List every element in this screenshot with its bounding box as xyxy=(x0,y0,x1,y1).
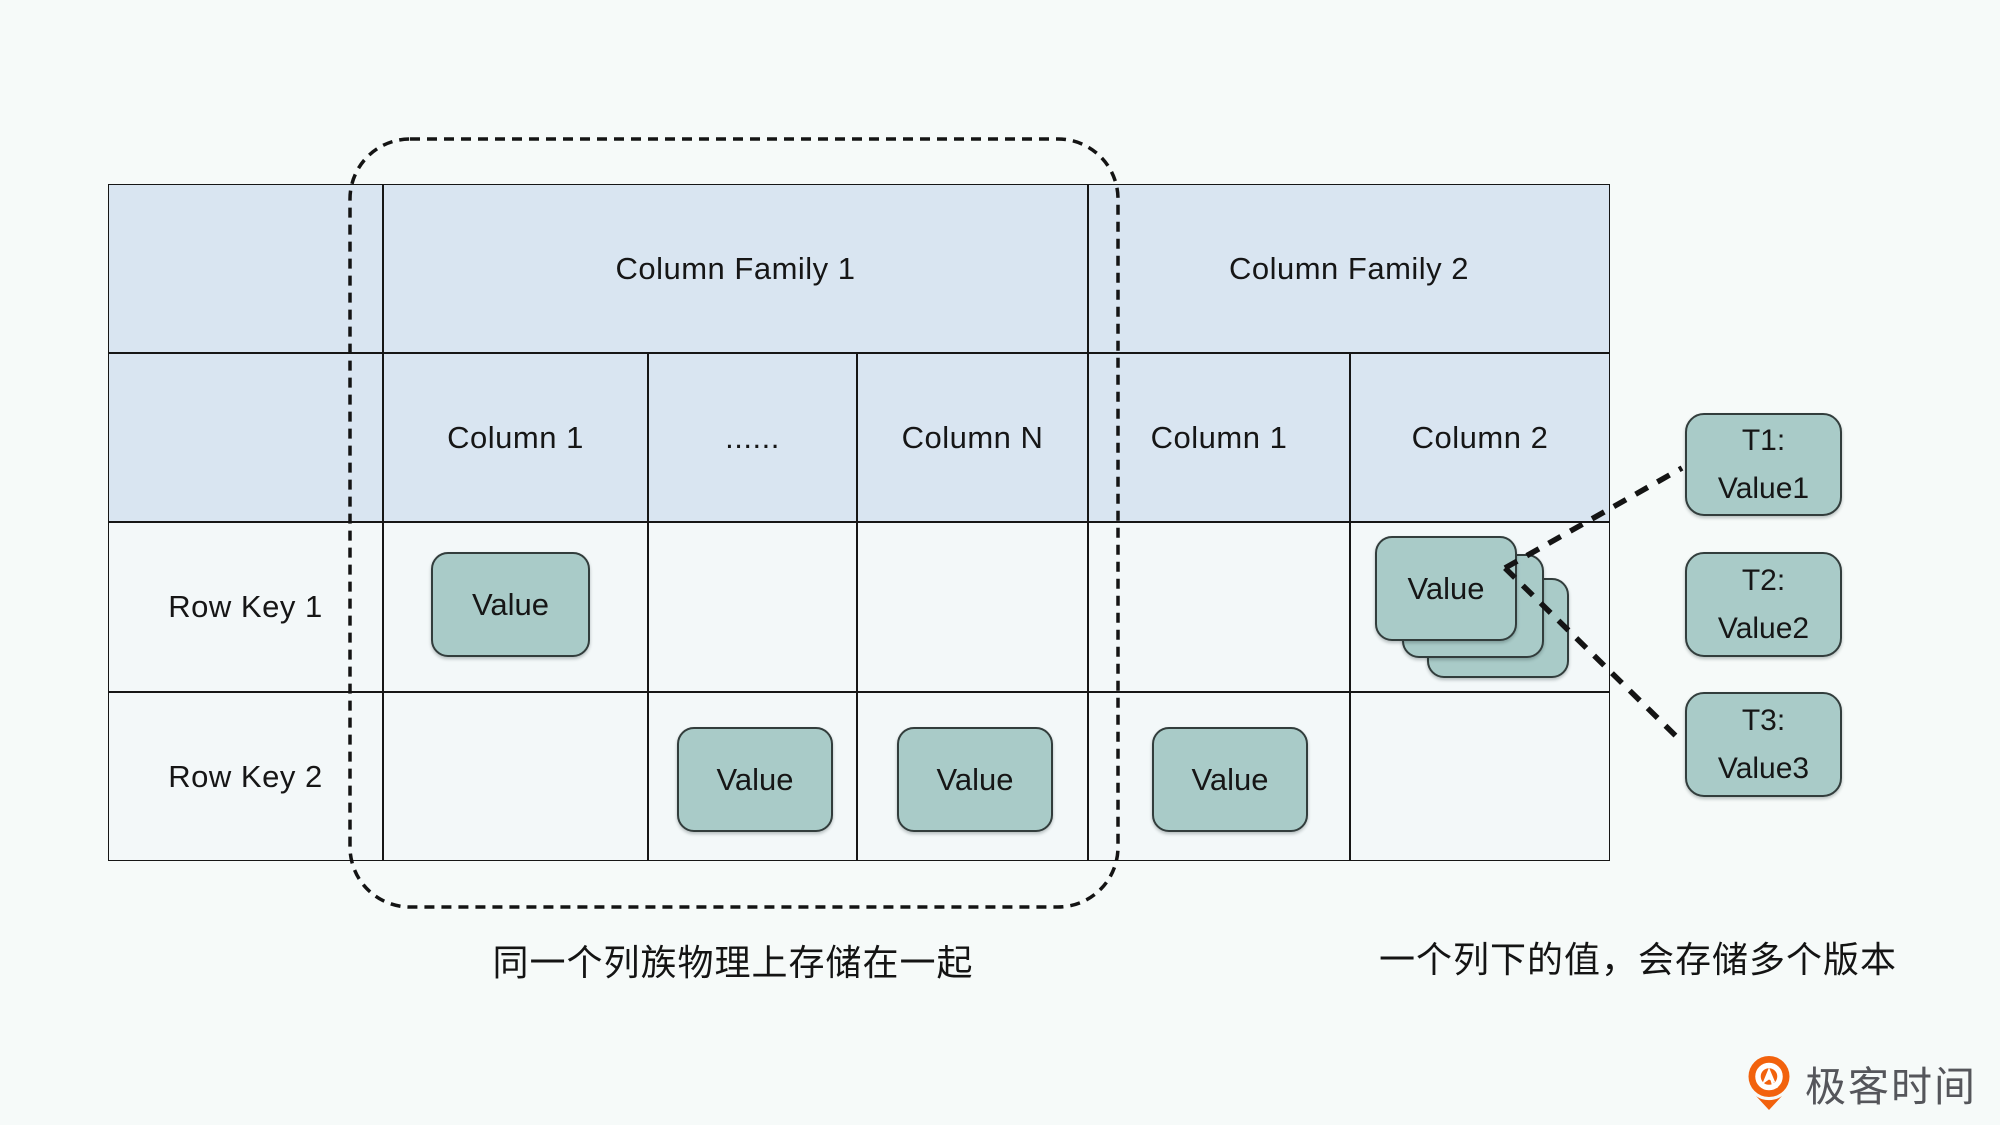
cell-r2-c5 xyxy=(1350,692,1610,861)
cell-r1-c4 xyxy=(1088,522,1350,692)
version-t2-time: T2: xyxy=(1741,563,1786,597)
value-box-row2-colN: Value xyxy=(897,727,1053,832)
version-box-t2: T2: Value2 xyxy=(1685,552,1842,657)
value-box-row1-cf1col1: Value xyxy=(431,552,590,657)
cell-r2-c1 xyxy=(383,692,648,861)
version-t1-value: Value1 xyxy=(1717,471,1810,505)
caption-column-family-storage: 同一个列族物理上存储在一起 xyxy=(492,942,974,983)
row-key-1-cell: Row Key 1 xyxy=(108,522,383,692)
version-box-t3: T3: Value3 xyxy=(1685,692,1842,797)
geektime-logo-text: 极客时间 xyxy=(1805,1064,1977,1110)
column-header-cf1-col1: Column 1 xyxy=(383,353,648,522)
version-t3-time: T3: xyxy=(1741,703,1786,737)
geektime-logo: 极客时间 xyxy=(1746,1053,1977,1113)
column-header-cf1-ellipsis: ...... xyxy=(648,353,857,522)
version-t3-value: Value3 xyxy=(1717,751,1810,785)
value-box-row2-cf2col1: Value xyxy=(1152,727,1308,832)
cell-r1-c2 xyxy=(648,522,857,692)
caption-multi-version: 一个列下的值，会存储多个版本 xyxy=(1378,939,1897,980)
column-header-cf2-col2: Column 2 xyxy=(1350,353,1610,522)
column-family-2-header: Column Family 2 xyxy=(1088,184,1610,353)
version-t1-time: T1: xyxy=(1741,423,1786,457)
geektime-logo-icon xyxy=(1748,1056,1790,1110)
value-box-stack-front: Value xyxy=(1375,536,1517,641)
column-header-cf1-colN: Column N xyxy=(857,353,1088,522)
corner-cell-top xyxy=(108,184,383,353)
column-header-cf2-col1: Column 1 xyxy=(1088,353,1350,522)
value-box-row2-ellipsis-col: Value xyxy=(677,727,833,832)
column-family-1-header: Column Family 1 xyxy=(383,184,1088,353)
version-box-t1: T1: Value1 xyxy=(1685,413,1842,516)
cell-r1-c3 xyxy=(857,522,1088,692)
row-key-2-cell: Row Key 2 xyxy=(108,692,383,861)
version-t2-value: Value2 xyxy=(1717,611,1810,645)
corner-cell-sub xyxy=(108,353,383,522)
